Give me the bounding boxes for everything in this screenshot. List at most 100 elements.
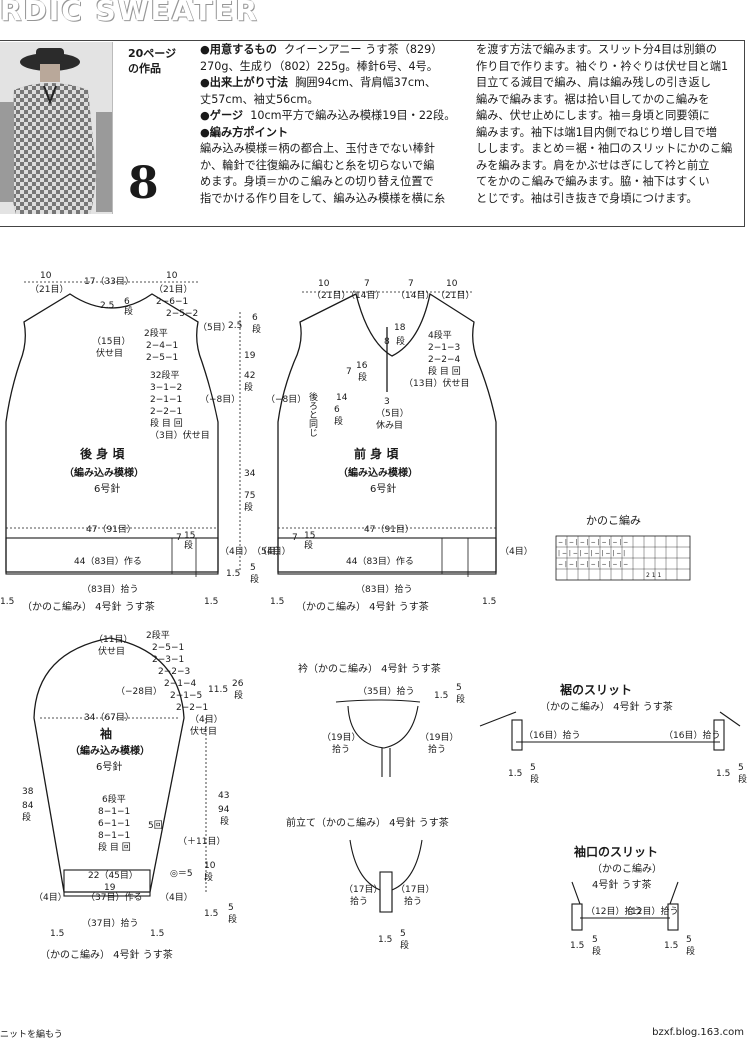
cuff-slit-dim-r3: 段 [686,945,695,957]
back-top-dim-2: 17（33目） [84,276,134,287]
front-placket-7: 3 [384,397,390,407]
back-r-6: 段 [244,381,253,393]
sleeve-cuff-pick: （37目）拾う [82,917,138,929]
front-neck-8: （13目）伏せ目 [404,377,469,389]
points-line-4: 指でかける作り目をして、編み込み模様を横に糸 [200,191,446,205]
sleeve-cuff-desc: （かのこ編み） 4号針 うす茶 [40,948,173,961]
sleeve-cap-8: （4目） [190,714,223,725]
back-slit-3: 段 [184,539,193,551]
sleeve-r-10: 5 [228,903,234,913]
front-neck-2: 8 [384,337,390,347]
front-title: 前 身 頃 [354,446,399,461]
front-neck-3: 段 [396,335,405,347]
kanoko-chart [555,535,691,581]
hem-slit-dim-r3: 段 [738,773,747,785]
front-top-sub-3: （14目） [396,290,434,301]
front-hem-desc: （かのこ編み） 4号針 うす茶 [296,600,429,613]
sleeve-title: 袖 [100,726,112,741]
sleeve-cap-2: 2−5−1 [152,643,184,653]
header-title: RDIC SWEATER [0,0,259,27]
sleeve-inc-times: 5回 [148,820,163,831]
front-slit-3: 段 [304,539,313,551]
cuff-slit-title: 袖口のスリット [574,844,658,859]
kanoko-row-c: − | − | − | − | − | − | − [558,561,628,568]
cuff-slit-dim-l2: 5 [592,935,598,945]
col2-line-2: 作り目で作ります。袖ぐり・衿ぐりは伏せ目と端1 [476,59,729,73]
sleeve-r-4: 43 [218,791,229,801]
col2-line-9: てをかのこ編みで編みます。脇・袖下はすくい [476,175,710,188]
kanoko-title: かのこ編み [586,513,641,527]
col2-line-3: 目立てる減目で編み、肩は編み残しの引き返し [476,76,711,89]
sleeve-r-7: 10 [204,861,216,871]
sleeve-cuff-width: 22（45目） [88,870,138,881]
back-r-10: 1.5 [226,569,240,579]
sleeve-cap-side: （−28目） [116,686,162,697]
col2-line-6: 編みます。袖下は端1目内側でねじり増し目で増 [476,125,717,139]
sleeve-r-9: 1.5 [204,909,218,919]
front-neck-7: 段 目 回 [428,365,461,377]
back-dec-5: 段 目 回 [150,417,183,429]
front-slit-1: 7 [292,533,298,543]
collar-dim-3: 段 [456,693,465,705]
sleeve-r-6: 段 [220,815,229,827]
front-top-dim-3: 7 [408,279,414,289]
back-armhole-5: 伏せ目 [96,347,123,359]
placket-left-2: 拾う [350,895,368,907]
back-pattern: （編み込み模様） [64,466,144,479]
sleeve-needle: 6号針 [96,760,122,773]
back-r-7: 34 [244,469,256,479]
sleeve-left-2: 84 [22,801,34,811]
sleeve-inc-3: 6−1−1 [98,819,130,829]
cuff-slit-sub: （かのこ編み） [592,862,662,875]
front-placket-4: 14 [336,393,348,403]
hem-slit-right-edge [719,711,741,727]
front-hem-side-left: 1.5 [270,597,284,607]
placket-dim-3: 段 [400,939,409,951]
back-body-outline [5,293,219,573]
front-slit-side-left: （4目） [258,546,291,557]
front-slit-2: 15 [304,531,315,541]
front-side-note: 後ろと同じ [307,391,318,437]
kanoko-bottom-nums: 2 1 1 [646,572,661,579]
back-armhole-4: （15目） [92,336,130,347]
hem-slit-left-band [511,719,523,751]
sleeve-cast-on: （37目）作る [86,891,142,903]
size-text-2: 丈57cm、袖丈56cm。 [200,92,319,106]
col2-line-1: を渡す方法で編みます。スリット分4目は別鎖の [476,43,717,56]
back-armhole-1: 2段平 [144,327,168,339]
placket-dim-1: 1.5 [378,935,392,945]
back-neck-label-4: 2−6−1 [156,297,188,307]
sleeve-r-3: 段 [234,689,243,701]
back-r-1: 2.5 [228,321,242,331]
front-slit-side-right: （4目） [500,546,533,557]
sleeve-width-label: 34（67目） [84,712,134,723]
instructions-column-2: を渡す方法で編みます。スリット分4目は別鎖の 作り目で作ります。袖ぐり・衿ぐりは… [476,42,742,207]
back-r-9: 段 [244,501,253,513]
size-heading: ●出来上がり寸法 [200,76,289,89]
page-reference: 20ページ の作品 [128,46,176,76]
collar-top-label: （35目）拾う [358,685,414,697]
hem-slit-sub: （かのこ編み） 4号針 うす茶 [540,700,673,713]
col2-line-7: しします。まとめ＝裾・袖口のスリットにかのこ編 [476,142,733,155]
back-dec-1: 32段平 [150,369,179,381]
page-reference-line1: 20ページ [128,47,177,60]
header-rule [0,40,745,41]
sleeve-top-label-2: 伏せ目 [98,645,125,657]
sleeve-cuff-dim-left: 1.5 [50,929,64,939]
schematics-diagram: 10 （21目） 17（33目） 10 （21目） 2.5 6 段 2−6−1 … [0,271,747,961]
back-r-3: 段 [252,323,261,335]
sleeve-left-3: 段 [22,811,31,823]
cuff-slit-right-edge [669,881,679,905]
front-hem-label: （83目）拾う [356,583,412,595]
front-placket-1: 7 [346,367,352,377]
back-hem-side-left: 1.5 [0,597,14,607]
front-neck-1: 18 [394,323,406,333]
cuff-slit-dim-r1: 1.5 [664,941,678,951]
cuff-slit-dim-r2: 5 [686,935,692,945]
cuff-slit-left: （12目）拾う [586,905,642,917]
placket-right-2: 拾う [404,895,422,907]
back-slit-2: 15 [184,531,195,541]
back-r-11: 5 [250,563,256,573]
sleeve-cap-1: 2段平 [146,629,170,641]
